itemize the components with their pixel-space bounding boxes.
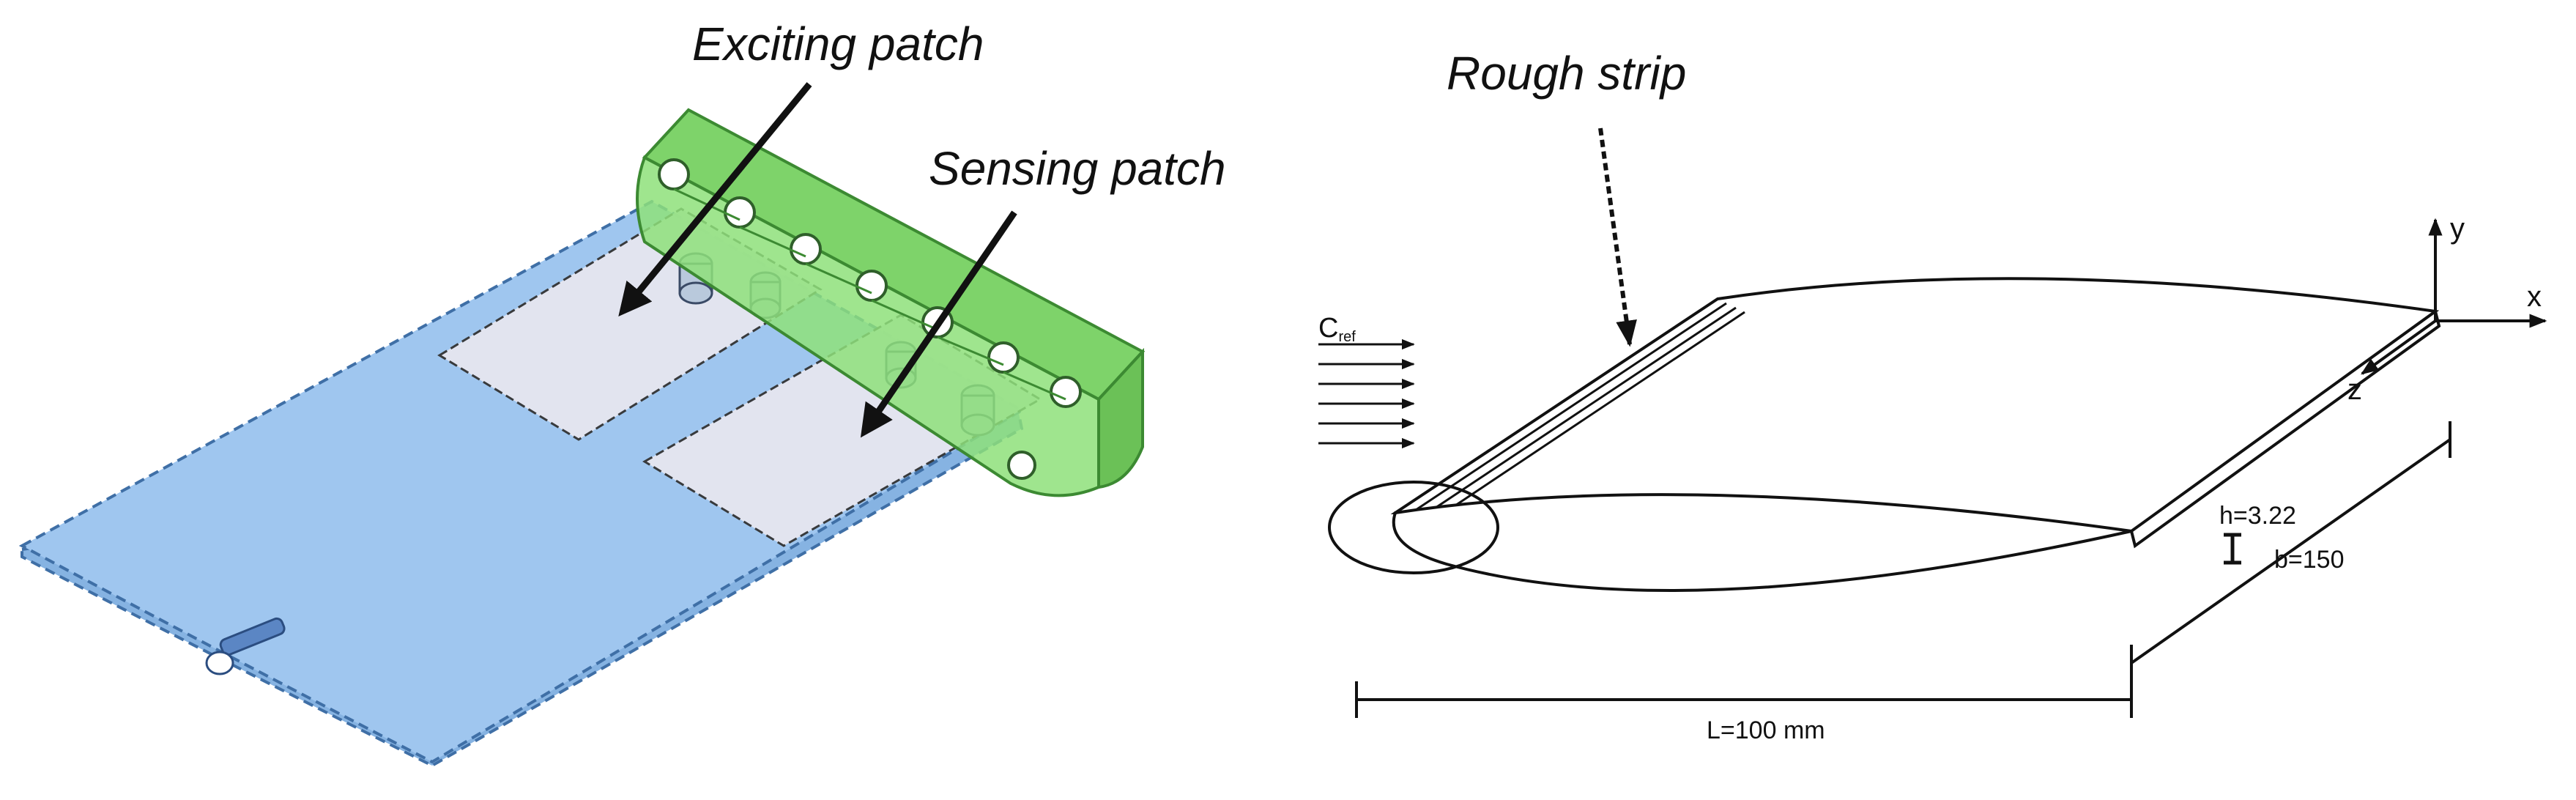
leading-edge-circle [1328, 481, 1499, 574]
rough-strip [1395, 297, 1745, 529]
coordinate-axes [2361, 218, 2547, 375]
axis-z-label: z [2347, 374, 2362, 406]
thickness-marker [2224, 533, 2241, 565]
airfoil-labels: Rough strip Cref y x z h=3.22 b=150 L=10… [1318, 47, 2542, 744]
trailing-edge [2130, 311, 2441, 549]
sensing-patch-arrow [860, 210, 1017, 438]
rough-strip-arrow [1598, 127, 1637, 347]
flow-velocity-symbol: C [1318, 313, 1338, 344]
axis-x-label: x [2527, 281, 2542, 313]
rough-strip-label: Rough strip [1447, 47, 1686, 100]
airfoil-schematic-panel [1318, 127, 2547, 718]
root-airfoil-section [1392, 493, 2132, 592]
chord-dimension [1355, 681, 2133, 718]
flow-velocity-label: Cref [1318, 313, 1356, 345]
airfoil-top-outline [1390, 277, 2440, 533]
chord-label: L=100 mm [1707, 716, 1825, 744]
wing-model-panel: Exciting patch Sensing patch [18, 18, 1226, 768]
axis-y-label: y [2450, 212, 2465, 245]
exciting-patch-arrow [618, 82, 812, 316]
flow-velocity-subscript: ref [1338, 329, 1356, 345]
flow-arrows [1318, 338, 1415, 449]
thickness-label: h=3.22 [2219, 502, 2296, 530]
span-label: b=150 [2274, 546, 2345, 574]
sensing-patch-label: Sensing patch [929, 142, 1226, 195]
wing-pin [205, 617, 286, 675]
span-dimension [2130, 421, 2451, 681]
clamp-block [636, 108, 1146, 497]
exciting-patch-label: Exciting patch [692, 18, 984, 70]
